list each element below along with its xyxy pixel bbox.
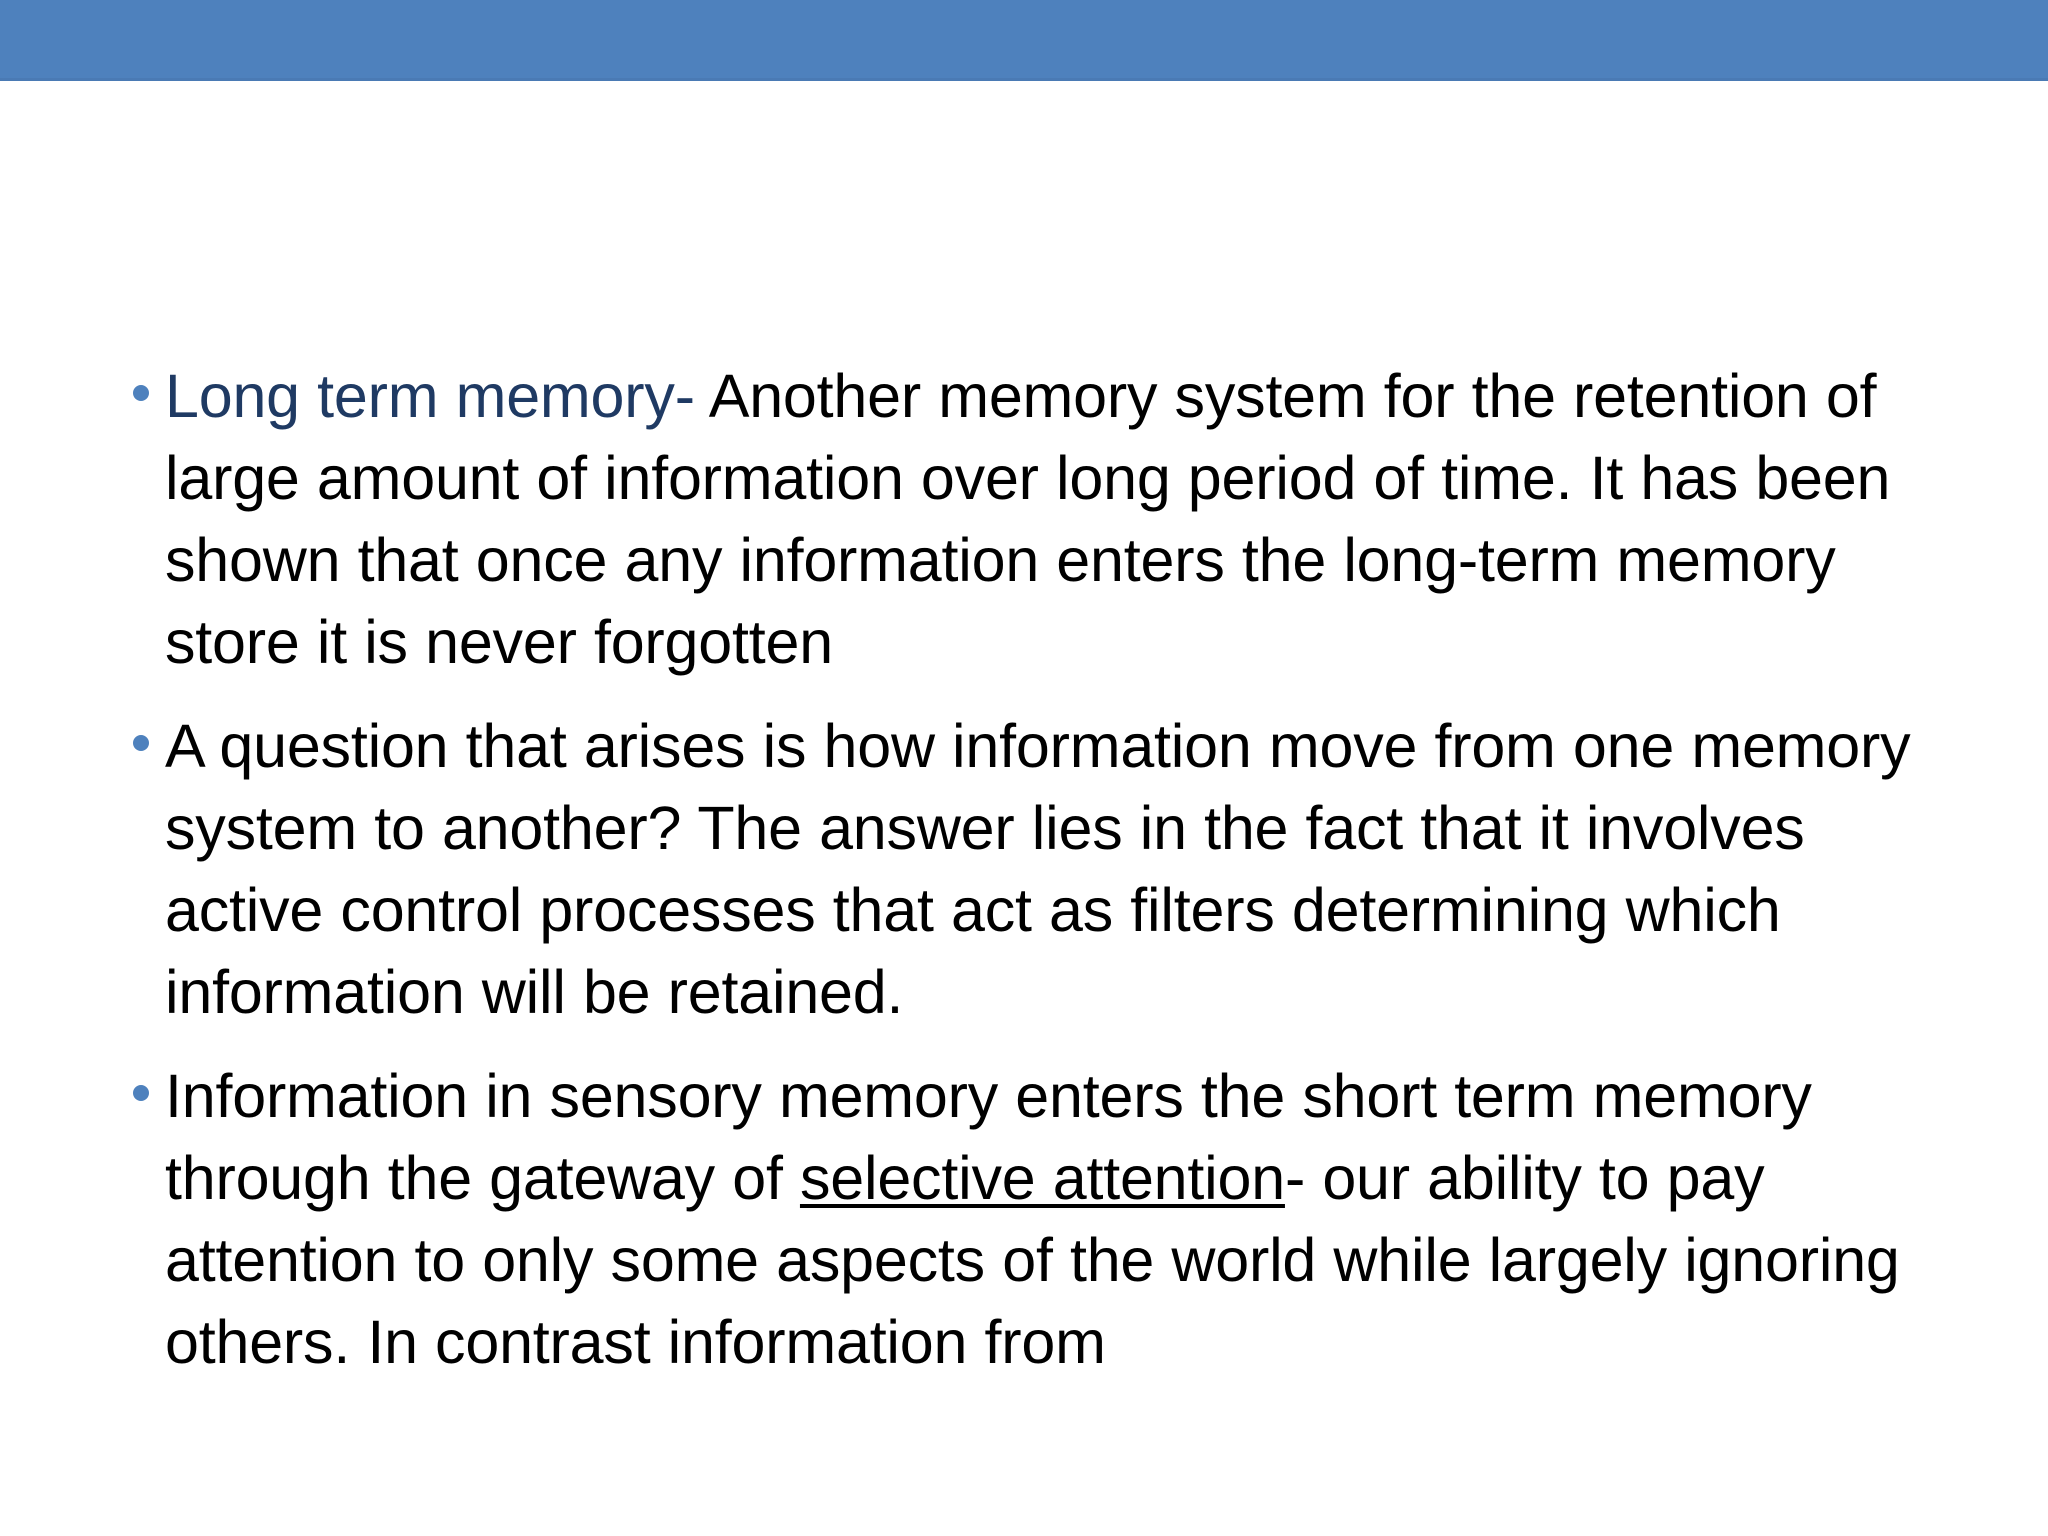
list-item: Information in sensory memory enters the… — [0, 1055, 1940, 1383]
bullet-body-2: A question that arises is how informatio… — [165, 712, 1911, 1026]
underlined-term-selective-attention: selective attention — [799, 1144, 1285, 1212]
bullet-text-1: Long term memory- Another memory system … — [165, 355, 1940, 683]
bullet-dot-icon — [133, 735, 149, 751]
slide-content-body: Long term memory- Another memory system … — [0, 355, 2048, 1383]
lead-term-long-term-memory: Long term memory — [165, 362, 675, 430]
slide-top-banner-edge — [0, 78, 2048, 81]
lead-term-suffix: - — [674, 362, 709, 430]
bullet-list: Long term memory- Another memory system … — [0, 355, 2048, 1383]
bullet-text-2: A question that arises is how informatio… — [165, 705, 1940, 1033]
bullet-body-3-part1: Information in sensory memory enters the… — [165, 1062, 1812, 1212]
list-item: A question that arises is how informatio… — [0, 705, 1940, 1033]
bullet-text-3: Information in sensory memory enters the… — [165, 1055, 1940, 1383]
list-item: Long term memory- Another memory system … — [0, 355, 1940, 683]
bullet-dot-icon — [133, 385, 149, 401]
bullet-body-3-part2: - our ability to pay attention to only s… — [165, 1144, 1900, 1376]
bullet-dot-icon — [133, 1085, 149, 1101]
slide-top-banner — [0, 0, 2048, 81]
bullet-body-1: Another memory system for the retention … — [165, 362, 1891, 676]
